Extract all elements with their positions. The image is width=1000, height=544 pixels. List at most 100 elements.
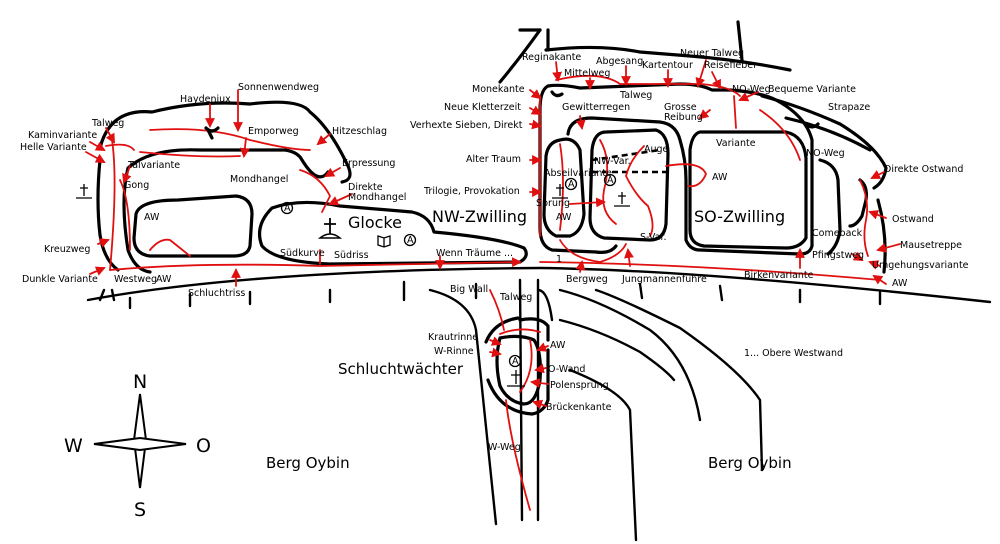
route-label: Südriss: [334, 250, 369, 261]
route-label: Gong: [124, 180, 149, 191]
svg-text:A: A: [512, 356, 519, 367]
arrow-sprung: [569, 197, 606, 208]
arrow-erpressung: [324, 167, 341, 177]
route-label: Variante: [716, 138, 756, 149]
arrow-dunkle: [89, 266, 106, 276]
route-label: Kaminvariante: [28, 130, 97, 141]
arrow-polensprung: [530, 378, 549, 388]
valley-road-west: [428, 288, 498, 526]
arrow-kreuzweg: [97, 238, 110, 248]
route-label: Talvariante: [127, 160, 180, 171]
nw-summit-outline: [588, 128, 670, 242]
route-label: Mondhangel: [230, 174, 288, 185]
abseil-letters: A A A A A: [284, 175, 614, 367]
arrow-bergweg: [575, 260, 586, 273]
route-label: Reisefieber: [704, 60, 757, 71]
arrow-gewitterregen: [575, 115, 586, 130]
route-label: Grosse: [664, 102, 697, 113]
route-label: Südkurve: [280, 248, 325, 259]
route-label: S-Var.: [640, 232, 667, 243]
route-label: Gewitterregen: [562, 102, 630, 113]
valley-road-east: [536, 288, 702, 422]
compass-s: S: [134, 499, 146, 521]
route-line-aw-glocke: [149, 238, 191, 257]
arrow-neue-kletterzeit: [529, 105, 542, 116]
route-line-mondhangel: [299, 169, 331, 213]
arrow-neuer-talweg: [695, 59, 707, 88]
route-label: NW-Var.: [594, 156, 631, 167]
svg-text:A: A: [607, 175, 614, 186]
summit-cross-icon: [507, 370, 525, 387]
route-label: Big Wall: [450, 284, 488, 295]
route-label: Kartentour: [642, 60, 693, 71]
route-label: Reginakante: [522, 52, 581, 63]
route-label: Auge: [644, 144, 669, 155]
route-label: Comeback: [812, 228, 863, 239]
route-label: Umgehungsvariante: [872, 260, 969, 271]
route-label: AW: [550, 340, 566, 351]
route-label: Westweg: [114, 274, 157, 285]
route-label: W-Rinne: [434, 346, 474, 357]
route-label: Talweg: [619, 90, 652, 101]
route-label: Verhexte Sieben, Direkt: [410, 120, 523, 131]
climbing-routes: [105, 74, 881, 511]
route-label: Talweg: [499, 292, 532, 303]
route-label: Schluchtriss: [188, 288, 245, 299]
arrow-mausetreppe: [876, 243, 901, 253]
route-label: NO-Weg: [806, 148, 845, 159]
route-line-ostwand: [859, 179, 869, 257]
route-label: Sonnenwendweg: [238, 82, 319, 93]
gong-block-outline: [132, 194, 254, 258]
west-massif-outline: [98, 100, 352, 274]
summit-cross-icon: [552, 184, 568, 199]
route-label: Jungmannenführe: [621, 274, 707, 285]
arrow-jungmannen: [624, 248, 634, 267]
valley-road-east-3: [558, 318, 676, 542]
route-label: Mausetreppe: [900, 240, 962, 251]
route-label: Krautrinne: [428, 332, 478, 343]
route-line-talvariante: [139, 151, 241, 158]
svg-text:A: A: [407, 235, 414, 246]
legend-note: 1... Obere Westwand: [744, 348, 843, 359]
route-line-auge: [625, 145, 654, 237]
route-label: Neuer Talweg: [680, 48, 744, 59]
route-label: Mittelweg: [564, 68, 610, 79]
route-label: W-Weg: [488, 442, 521, 453]
summit-cross-icon: [317, 218, 343, 239]
arrow-reisefieber: [711, 71, 721, 90]
route-label: Bequeme Variante: [768, 84, 856, 95]
route-line-gong: [119, 179, 131, 251]
route-line-north-talweg: [555, 74, 741, 97]
arrow-umgehung: [868, 260, 881, 270]
north-rim-right: [518, 28, 550, 52]
gorge-floor-line: [86, 266, 992, 304]
label-arrows: [85, 59, 901, 410]
gorge-bank-left: [98, 288, 116, 302]
arrow-aw-east: [872, 274, 887, 285]
route-label: Direkte: [348, 182, 383, 193]
svg-text:A: A: [284, 203, 291, 214]
nw-zwilling-west-face: [538, 84, 618, 254]
compass-n: N: [133, 371, 147, 393]
route-label: Helle Variante: [20, 142, 87, 153]
route-line-big-wall: [489, 289, 505, 331]
compass-rose: N S W O: [64, 371, 211, 521]
route-label: Hitzeschlag: [332, 126, 387, 137]
route-label: Pfingstweg: [812, 250, 864, 261]
route-label: Haydenjux: [180, 94, 231, 105]
east-massif-outline: [760, 94, 888, 274]
abseil-pillar-outline: [542, 137, 586, 238]
route-label: AW: [892, 278, 908, 289]
route-label: Abgesang: [596, 56, 643, 67]
route-line-aw-mid: [665, 163, 707, 188]
route-line-kamin: [105, 143, 135, 151]
arrow-krautrinne: [489, 336, 502, 346]
route-label: AW: [156, 274, 172, 285]
route-label: Kreuzweg: [44, 244, 90, 255]
route-label: Abseilvariante: [544, 168, 612, 179]
area-berg-oybin-left: Berg Oybin: [266, 454, 350, 472]
area-berg-oybin-right: Berg Oybin: [708, 454, 792, 472]
route-line-schlucht: [499, 328, 541, 393]
dashed-ledge: [591, 148, 668, 174]
formation-glocke: Glocke: [348, 213, 402, 232]
